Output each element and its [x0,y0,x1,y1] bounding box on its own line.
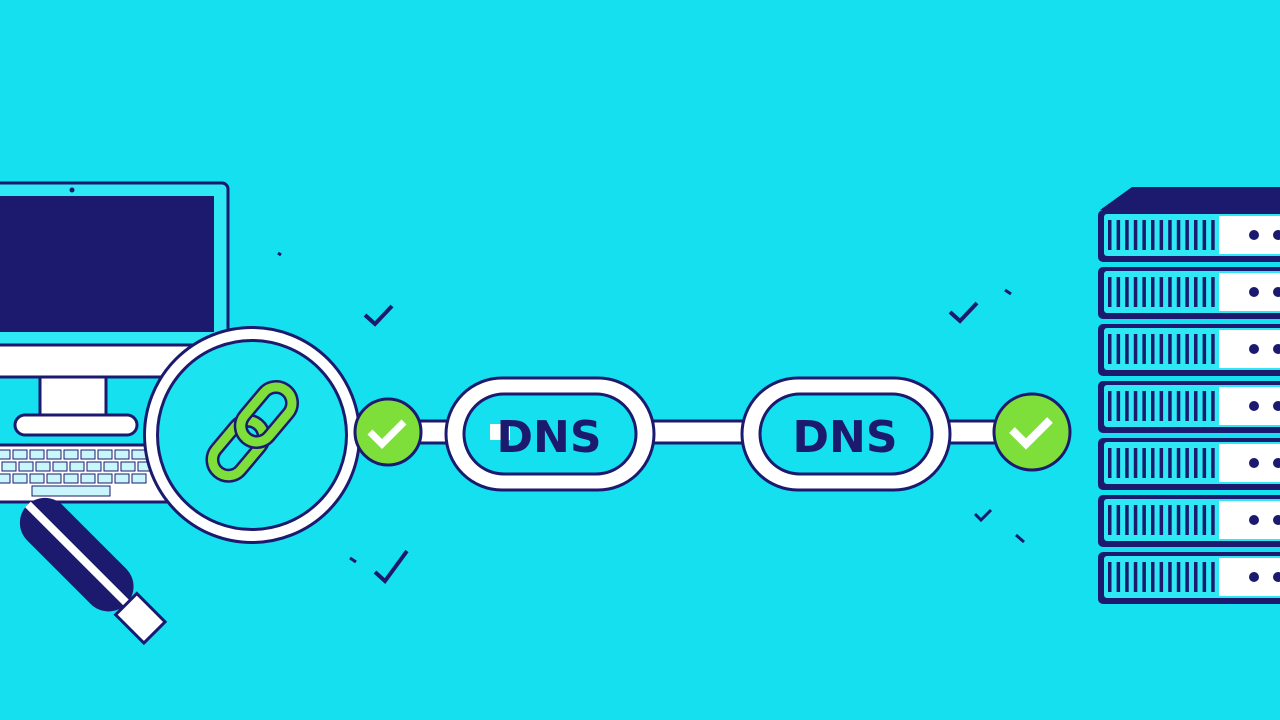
link-icon [205,380,300,483]
check-circle-icon [353,397,423,467]
server-unit [1098,438,1280,490]
dns-label: DNS [496,412,601,463]
server-unit [1098,324,1280,376]
chain-link-dns-1: DNS [444,376,656,492]
server-rack-icon [1098,187,1280,604]
checkmark-icons [277,251,1025,584]
server-unit [1098,552,1280,604]
keyboard-icon [0,443,172,504]
server-unit [1098,210,1280,262]
server-unit [1098,381,1280,433]
check-circle-icon [992,392,1072,472]
dns-label: DNS [792,412,897,463]
computer-monitor-icon [0,181,230,437]
server-unit [1098,495,1280,547]
server-unit [1098,267,1280,319]
dns-chain: DNS DNS [353,376,1072,492]
chain-link-dns-2: DNS [740,376,952,492]
